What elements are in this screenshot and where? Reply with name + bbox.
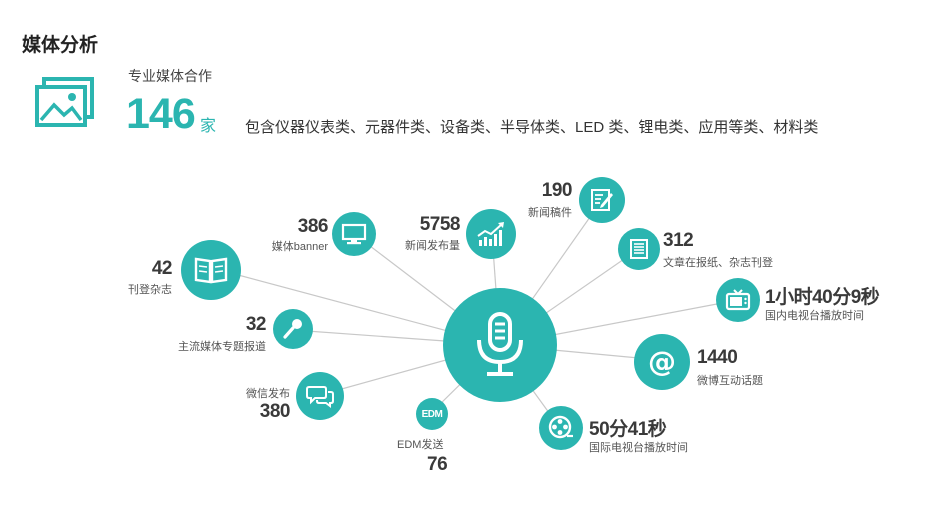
node-news-articles xyxy=(579,177,625,223)
node-newspaper-value: 312 xyxy=(663,230,694,251)
node-magazines-value: 42 xyxy=(151,258,173,279)
picture-icon xyxy=(35,77,94,127)
node-interviews-value: 32 xyxy=(245,314,267,335)
node-tv-domestic-label: 国内电视台播放时间 xyxy=(765,310,864,322)
monitor-icon xyxy=(341,223,367,245)
node-edm-value: 76 xyxy=(427,454,448,475)
open-book-icon xyxy=(194,257,228,284)
center-node xyxy=(443,288,557,402)
chat-bubbles-icon xyxy=(306,386,334,408)
node-media-banner-value: 386 xyxy=(297,216,329,237)
edm-icon: EDM xyxy=(421,408,443,420)
edit-document-icon xyxy=(591,189,613,211)
media-categories: 包含仪器仪表类、元器件类、设备类、半导体类、LED 类、锂电类、应用等类、材料类 xyxy=(245,119,819,136)
microphone-icon xyxy=(477,312,523,376)
node-interviews-label: 主流媒体专题报道 xyxy=(178,341,266,353)
node-newspaper xyxy=(618,228,660,270)
node-news-volume-value: 5758 xyxy=(419,214,461,235)
node-tv-domestic-value: 1小时40分9秒 xyxy=(765,287,880,308)
node-wechat-value: 380 xyxy=(259,401,291,422)
node-edm: EDM xyxy=(416,398,448,430)
node-magazines xyxy=(181,240,241,300)
node-news-articles-value: 190 xyxy=(541,180,573,201)
media-count: 146 xyxy=(126,90,196,138)
at-sign-icon: @ xyxy=(648,345,676,378)
node-wechat xyxy=(296,372,344,420)
node-newspaper-label: 文章在报纸、杂志刊登 xyxy=(663,257,773,269)
growth-chart-icon xyxy=(477,222,504,246)
microphone-icon xyxy=(283,319,302,339)
node-wechat-label: 微信发布 xyxy=(246,388,290,400)
newspaper-icon xyxy=(630,239,648,259)
node-news-volume xyxy=(466,209,516,259)
node-weibo-value: 1440 xyxy=(697,347,738,368)
page-title: 媒体分析 xyxy=(22,34,99,56)
node-weibo-label: 微博互动话题 xyxy=(697,375,763,387)
node-edm-label: EDM发送 xyxy=(397,439,444,451)
node-weibo: @ xyxy=(634,334,690,390)
media-count-unit: 家 xyxy=(200,118,217,135)
film-reel-icon xyxy=(548,415,573,439)
node-interviews xyxy=(273,309,313,349)
node-media-banner xyxy=(332,212,376,256)
node-tv-intl-label: 国际电视台播放时间 xyxy=(589,442,688,454)
node-tv-domestic xyxy=(716,278,760,322)
node-tv-intl xyxy=(539,406,583,450)
pro-media-label: 专业媒体合作 xyxy=(128,68,212,84)
node-media-banner-label: 媒体banner xyxy=(271,241,328,253)
svg-text:@: @ xyxy=(648,345,676,378)
node-news-volume-label: 新闻发布量 xyxy=(405,240,460,252)
node-news-articles-label: 新闻稿件 xyxy=(528,207,572,219)
node-magazines-label: 刊登杂志 xyxy=(128,284,172,296)
node-tv-intl-value: 50分41秒 xyxy=(589,419,667,440)
tv-icon xyxy=(725,289,751,311)
